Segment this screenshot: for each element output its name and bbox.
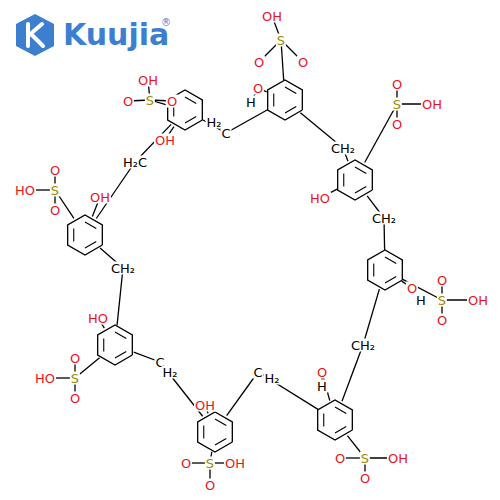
bond	[363, 289, 379, 345]
double-bond	[385, 257, 396, 264]
double-bond	[285, 107, 296, 114]
benzene-ring	[98, 325, 133, 365]
atom-label: O	[391, 118, 403, 131]
atom-label: HO	[87, 312, 109, 325]
double-bond	[215, 439, 226, 446]
bond-lines	[25, 16, 478, 485]
atom-label: O	[204, 479, 216, 492]
double-bond	[335, 427, 346, 434]
atom-label: OH	[224, 457, 246, 470]
atom-label: S	[276, 34, 286, 47]
benzene-ring	[68, 215, 103, 255]
atom-label: O	[359, 472, 371, 485]
atom-label: CH₂	[110, 262, 136, 275]
atom-label: OH	[261, 10, 283, 23]
double-bond	[273, 94, 274, 107]
atom-label: H₂	[264, 372, 281, 385]
double-bond	[215, 419, 226, 426]
atom-label: C	[220, 127, 231, 140]
atom-label: HO	[14, 184, 36, 197]
benzene-ring	[368, 250, 403, 290]
atom-label: O	[69, 352, 81, 365]
bond	[226, 110, 268, 133]
atom-label: S	[70, 372, 80, 385]
atom-label: HO	[34, 372, 56, 385]
atom-label: O	[180, 457, 192, 470]
atom-label: H	[415, 294, 427, 307]
atom-label: O	[122, 95, 134, 108]
atom-label: S	[145, 94, 155, 107]
atom-label: O	[252, 82, 264, 95]
atom-label: O	[253, 56, 265, 69]
atom-label: CH₂	[371, 212, 397, 225]
double-bond	[203, 426, 204, 439]
atom-label: C	[252, 366, 263, 379]
atom-label: O	[334, 452, 346, 465]
atom-label: H	[316, 380, 328, 393]
atom-label: OH	[154, 134, 176, 147]
atom-label: H₂	[162, 366, 179, 379]
bond	[227, 372, 258, 416]
double-bond	[103, 339, 104, 352]
atom-label: O	[49, 164, 61, 177]
double-bond	[285, 87, 296, 94]
benzene-ring	[198, 412, 233, 452]
double-bond	[343, 174, 344, 187]
atom-label: O	[436, 274, 448, 287]
benzene-ring	[268, 80, 303, 120]
double-bond	[85, 222, 96, 229]
atom-label: S	[392, 98, 402, 111]
atom-label: HO	[309, 192, 331, 205]
atom-label: O	[297, 56, 309, 69]
atom-label: O	[49, 204, 61, 217]
double-bond	[385, 277, 396, 284]
bond	[258, 372, 318, 409]
atom-label: O	[69, 392, 81, 405]
atom-label: OH	[89, 191, 111, 204]
atom-label: O	[391, 78, 403, 91]
atom-label: H₂C	[122, 156, 148, 169]
benzene-ring	[318, 400, 353, 440]
double-bond	[85, 242, 96, 249]
atom-label: S	[437, 294, 447, 307]
atom-label: O	[166, 95, 178, 108]
double-bond	[73, 229, 74, 242]
trademark-mark: ®	[160, 18, 172, 28]
atom-label: OH	[194, 399, 216, 412]
bond	[117, 268, 123, 325]
benzene-ring	[338, 160, 373, 200]
atom-label: OH	[387, 452, 409, 465]
bond	[365, 104, 397, 162]
double-bond	[355, 187, 366, 194]
double-bond	[185, 117, 196, 124]
double-bond	[323, 414, 324, 427]
logo-icon	[16, 14, 54, 56]
double-bond	[373, 264, 374, 277]
atom-label: CH₂	[350, 339, 376, 352]
atom-label: O	[316, 366, 328, 379]
double-bond	[115, 352, 126, 359]
double-bond	[115, 332, 126, 339]
atom-label: O	[436, 314, 448, 327]
atom-label: OH	[137, 74, 159, 87]
double-bond	[335, 407, 346, 414]
atom-label: CH₂	[330, 142, 356, 155]
atom-label: S	[50, 184, 60, 197]
double-bond	[355, 167, 366, 174]
double-bond	[185, 97, 196, 104]
atom-label: OH	[467, 294, 489, 307]
atom-label: OH	[421, 98, 443, 111]
bond	[342, 345, 363, 401]
atom-label: S	[205, 457, 215, 470]
watermark-brand: Kuujia	[62, 20, 170, 50]
atom-label: H	[245, 96, 257, 109]
atom-label: S	[360, 452, 370, 465]
